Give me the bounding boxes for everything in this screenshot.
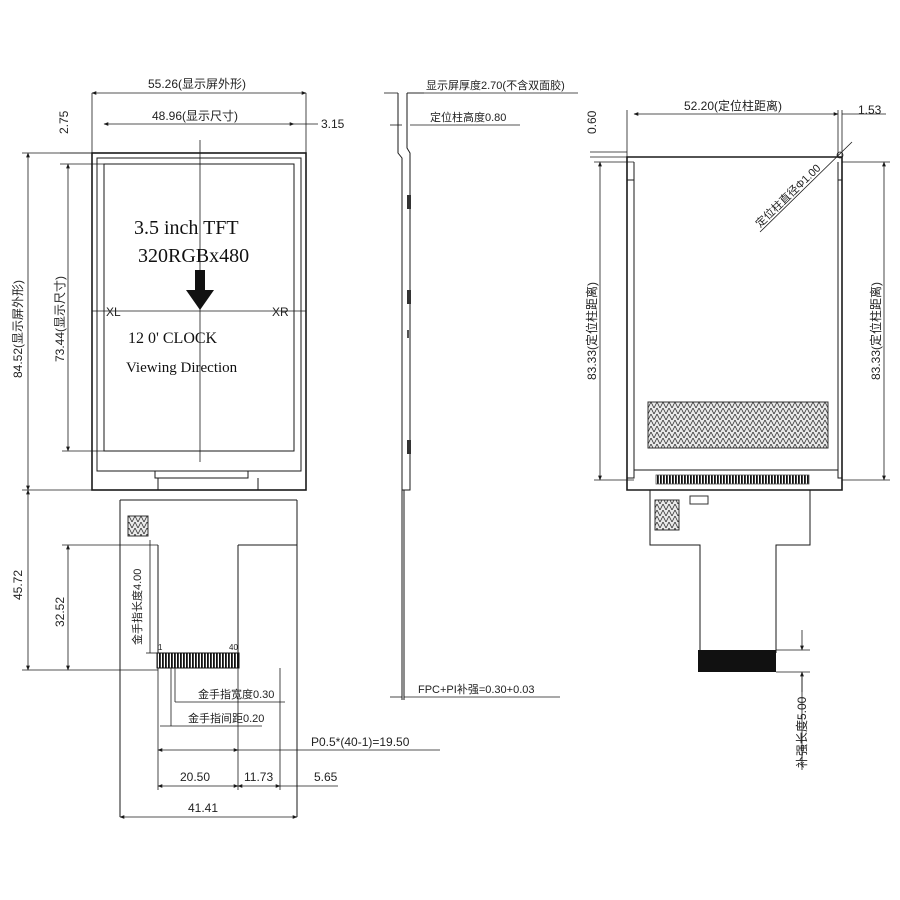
side-view: 显示屏厚度2.70(不含双面胶) 定位柱高度0.80 FPC+PI补强=0.30… (384, 78, 578, 700)
module-outline (91, 152, 307, 491)
dim-post-diameter: 定位柱直径Φ1.00 (752, 161, 823, 230)
dim-post-height: 定位柱高度0.80 (430, 110, 506, 124)
dim-pitch: P0.5*(40-1)=19.50 (311, 735, 410, 749)
pin-last-label: 40 (229, 643, 238, 652)
dim-top-margin: 2.75 (57, 110, 71, 134)
dim-thickness: 显示屏厚度2.70(不含双面胶) (426, 78, 565, 92)
fpc-tail (157, 544, 297, 653)
dim-fpc-lower: 32.52 (53, 597, 67, 627)
pin-first-label: 1 (158, 643, 163, 652)
dim-outline-width: 55.26(显示屏外形) (148, 77, 246, 91)
dim-fpc-length: 45.72 (11, 570, 25, 600)
dim-right-height: 83.33(定位柱距离) (868, 282, 883, 380)
back-fpc-outline (649, 490, 811, 653)
xl-label: XL (106, 305, 121, 319)
fpc-component (127, 515, 149, 537)
dim-finger-length: 金手指长度4.00 (130, 569, 144, 645)
back-frame (633, 162, 839, 471)
dim-left-offset: 20.50 (180, 770, 210, 784)
dim-right-offset: 5.65 (314, 770, 338, 784)
dim-mid-offset: 11.73 (244, 770, 273, 784)
fpc-neck (157, 478, 259, 490)
dim-active-width: 48.96(显示尺寸) (152, 109, 238, 123)
dim-left-height: 83.33(定位柱距离) (584, 282, 599, 380)
viewing-direction-arrow (186, 270, 214, 310)
product-title: 3.5 inch TFT (134, 217, 239, 239)
gold-fingers (156, 652, 240, 669)
dim-stiffener-length: 补强长度5.00 (794, 696, 809, 768)
dim-right-margin: 3.15 (321, 117, 345, 131)
driver-ic (154, 471, 249, 479)
display-bezel (96, 157, 302, 472)
back-outline (626, 156, 843, 491)
dim-fpc-stiffener: FPC+PI补强=0.30+0.03 (418, 683, 534, 696)
product-resolution: 320RGBx480 (138, 245, 249, 267)
front-view: 3.5 inch TFT 320RGBx480 12 0' CLOCK View… (11, 77, 440, 819)
back-label-area (647, 401, 829, 449)
xr-label: XR (272, 305, 289, 319)
dim-fpc-total-width: 41.41 (188, 801, 218, 815)
orientation-title: 12 0' CLOCK (128, 330, 218, 347)
back-connector (655, 474, 810, 485)
fpc-outline (119, 499, 298, 817)
dim-post-distance: 52.20(定位柱距离) (684, 98, 782, 113)
back-stiffener (698, 650, 776, 672)
dim-right-margin-back: 1.53 (858, 103, 882, 117)
dim-active-height: 73.44(显示尺寸) (53, 276, 67, 362)
viewing-direction-label: Viewing Direction (126, 360, 238, 376)
back-view: 52.20(定位柱距离) 1.53 0.60 定位柱直径Φ1.00 83.33(… (584, 98, 890, 770)
dim-outline-height: 84.52(显示屏外形) (11, 280, 25, 378)
side-profile (397, 93, 411, 491)
dim-top-margin-back: 0.60 (585, 110, 599, 134)
active-area (103, 163, 295, 452)
dim-finger-width: 金手指宽度0.30 (198, 687, 274, 701)
dim-finger-gap: 金手指间距0.20 (188, 711, 264, 725)
back-fpc-component (654, 499, 680, 531)
